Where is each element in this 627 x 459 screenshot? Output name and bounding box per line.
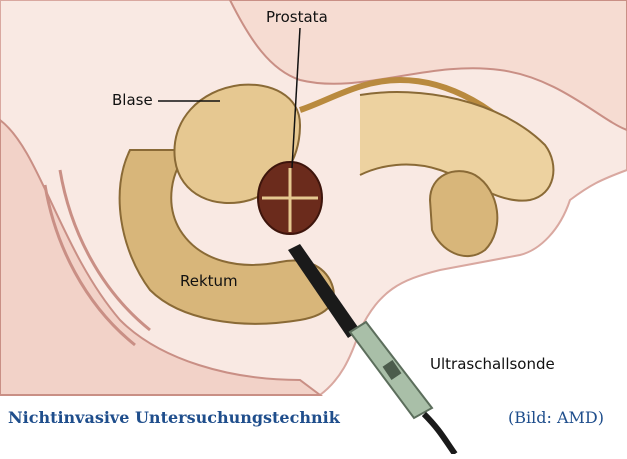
caption-title: Nichtinvasive Untersuchungstechnik xyxy=(8,408,340,427)
caption-credit: (Bild: AMD) xyxy=(508,408,604,427)
probe-cable xyxy=(424,414,455,454)
label-rektum: Rektum xyxy=(180,272,238,290)
label-blase: Blase xyxy=(112,91,153,109)
label-ultraschallsonde: Ultraschallsonde xyxy=(430,355,555,373)
label-prostata: Prostata xyxy=(266,8,328,26)
